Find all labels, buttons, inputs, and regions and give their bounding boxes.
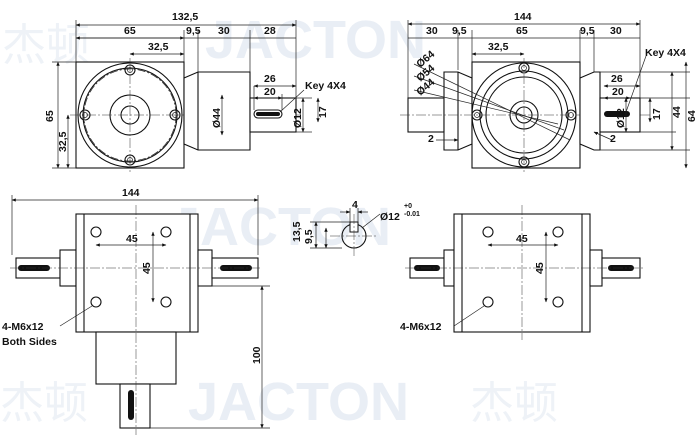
dim-h135-detail: 13,5 [291,221,303,242]
dim-hub-l-side: 9,5 [452,25,467,37]
dim-center-side: 32,5 [488,41,509,53]
dim-hub-front: 9,5 [186,25,201,37]
dim-key-w-side: 20 [612,86,624,98]
dim-body-front: 65 [124,25,136,37]
dim-hole-x-bottom-right: 45 [516,233,528,245]
dim-h44: 44 [671,106,683,118]
bottom-right-view: 45 45 4-M6x12 [400,205,645,340]
dim-bore-front: Ø44 [211,108,223,128]
dim-h95-detail: 9,5 [303,229,315,244]
watermark-top: JACTON [205,10,426,70]
watermark-cn-top: 杰顿 [2,20,90,71]
dim-diam-detail: Ø12 [380,211,400,223]
dim-key-len-side: 26 [611,73,623,85]
dim-shaft-d-front: Ø12 [292,108,304,128]
dim-gap-r: 2 [610,133,616,145]
dim-center-front: 32,5 [148,41,169,53]
key-label-side: Key 4X4 [645,47,686,59]
holes-label-bottom-left: 4-M6x12 [2,321,44,333]
holes-label-bottom-right: 4-M6x12 [400,321,442,333]
watermark: 杰顿 JACTON JACTON 杰顿 JACTON 杰顿 [0,10,558,432]
dim-shaft-h-side: 17 [651,108,663,120]
key-label-front: Key 4X4 [305,80,346,92]
dim-overall-bottom: 144 [122,187,140,199]
dim-tol-dn: -0.01 [404,211,420,218]
dim-flange-r-side: 30 [610,25,622,37]
dim-body-side: 65 [516,25,528,37]
dim-flange-front: 30 [218,25,230,37]
dim-shaft-len-front: 28 [264,25,276,37]
dim-hub-r-side: 9,5 [580,25,595,37]
dim-tol-up: +0 [404,203,412,210]
front-view: 132,5 65 9,5 30 28 32,5 [44,11,346,172]
dim-height-front: 65 [44,110,56,122]
side-view: 144 30 9,5 65 9,5 30 32,5 [400,11,698,172]
watermark-bottom: JACTON [188,372,409,432]
dim-overall-side: 144 [514,11,532,23]
bottom-left-view: 144 45 45 4-M6x12 Both Sides [2,187,270,435]
dim-hole-y-bottom-right: 45 [534,262,546,274]
watermark-cn-bottom-right: 杰顿 [470,378,558,429]
dim-key-w-front: 20 [264,86,276,98]
dim-overall-front: 132,5 [172,11,198,23]
dim-gap-l: 2 [428,133,434,145]
dim-shaft-h-front: 17 [317,106,329,118]
dim-h64: 64 [686,110,698,122]
dim-half-height-front: 32,5 [57,131,69,152]
dim-hole-y-bottom-left: 45 [141,262,153,274]
dim-key-w-detail: 4 [352,199,358,211]
dim-flange-l-side: 30 [426,25,438,37]
watermark-cn-bottom: 杰顿 [0,378,88,429]
dim-key-len-front: 26 [264,73,276,85]
dim-height-bottom: 100 [251,346,263,364]
dim-hole-x-bottom-left: 45 [126,233,138,245]
shaft-detail: 4 13,5 9,5 Ø12 +0 -0.01 [291,199,420,258]
holes-note-bottom-left: Both Sides [2,336,57,348]
dim-shaft-d-side: Ø12 [615,108,627,128]
